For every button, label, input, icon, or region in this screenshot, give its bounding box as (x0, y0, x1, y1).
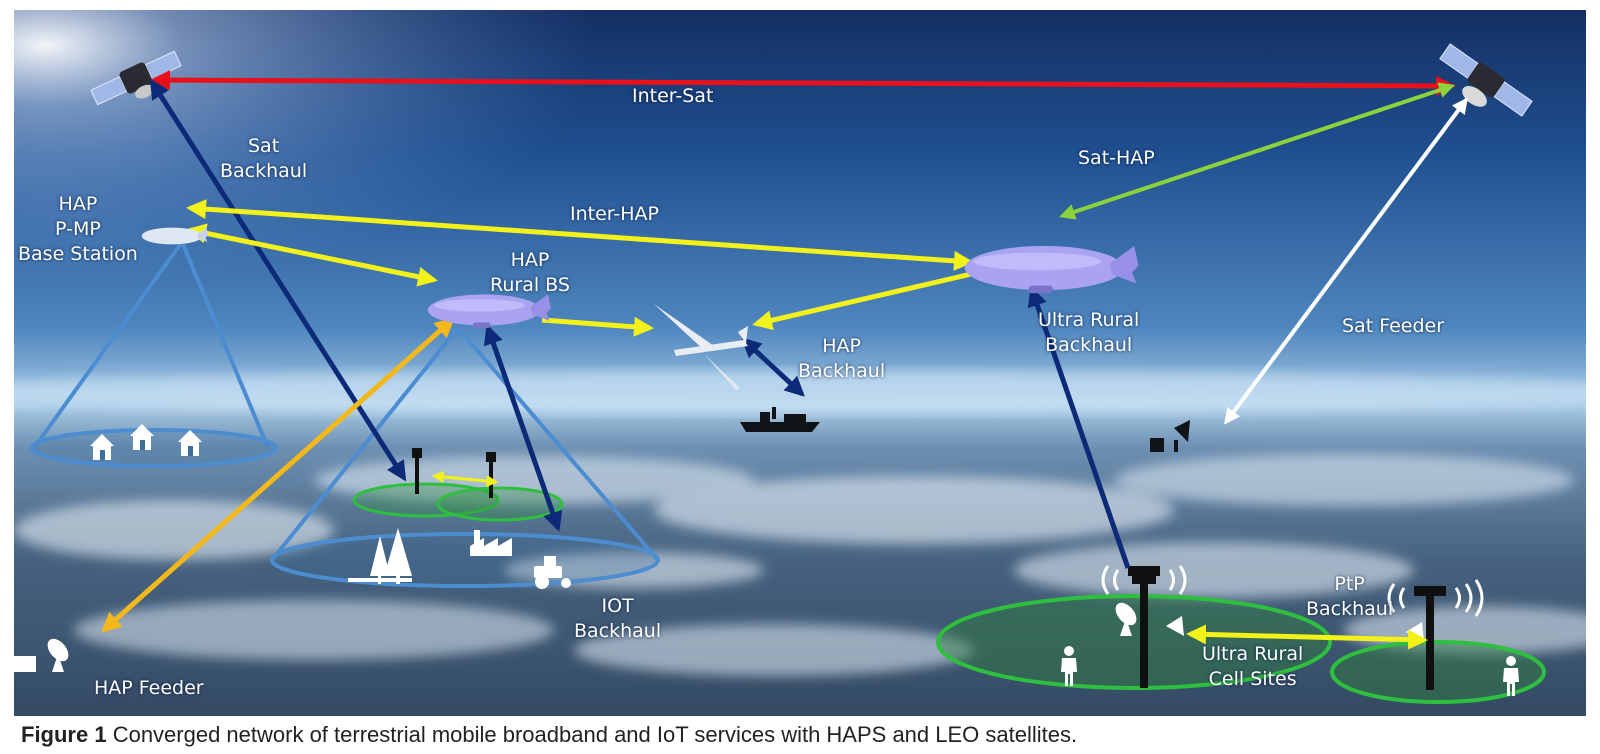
sat-hap-label: Sat-HAP (1078, 147, 1155, 169)
airship-to-glider-link (752, 269, 981, 331)
caption-text: Converged network of terrestrial mobile … (106, 722, 1078, 747)
hap-to-hap-link (186, 223, 438, 287)
cell-tower-icon (1101, 565, 1187, 688)
inter-hap-label: Inter-HAP (570, 203, 659, 225)
sat-feeder-link (1224, 97, 1468, 425)
ultra-rural-cell-sites-label: Ultra Rural Cell Sites (1202, 643, 1304, 690)
inter-sat-label: Inter-Sat (632, 85, 714, 107)
hap-backhaul-label: HAP Backhaul (798, 335, 886, 382)
satellite-icon (90, 50, 182, 106)
hap-feeder-label: HAP Feeder (94, 677, 204, 699)
glider-icon (654, 304, 748, 390)
hap-to-glider-link (541, 316, 654, 337)
figure-caption: Figure 1 Converged network of terrestria… (21, 722, 1077, 748)
ground-station-icon (1150, 420, 1190, 452)
iot-backhaul-link (483, 324, 563, 532)
figure-number: Figure 1 (21, 722, 107, 747)
hap-rural-bs-label: HAP Rural BS (490, 249, 570, 296)
ultra-rural-backhaul-label: Ultra Rural Backhaul (1038, 309, 1140, 356)
satellite-icon (1439, 43, 1533, 117)
iot-cell-link (431, 470, 499, 488)
network-diagram: Inter-Sat Sat Backhaul Sat-HAP Inter-HAP… (14, 10, 1586, 716)
diagram-canvas (14, 10, 1586, 716)
hap-backhaul-link (741, 337, 805, 397)
ultra-rural-cell-coverage (1330, 640, 1546, 704)
ptp-backhaul-label: PtP Backhaul (1306, 573, 1394, 620)
hap-pmp-airship-icon (141, 227, 209, 245)
ship-icon (740, 407, 820, 432)
hap-feeder-station-icon (14, 634, 73, 672)
iot-backhaul-label: IOT Backhaul (574, 595, 662, 642)
ultra-rural-backhaul-link (1027, 286, 1131, 569)
sat-backhaul-label: Sat Backhaul (220, 135, 308, 182)
hap-pmp-label: HAP P-MP Base Station (18, 193, 138, 265)
inter-hap-link (186, 199, 974, 271)
tractor-icon (534, 556, 571, 589)
sat-feeder-label: Sat Feeder (1342, 315, 1445, 337)
hap-feeder-link (101, 317, 455, 633)
ptp-backhaul-link (1186, 624, 1428, 650)
factory-icon (470, 530, 512, 556)
